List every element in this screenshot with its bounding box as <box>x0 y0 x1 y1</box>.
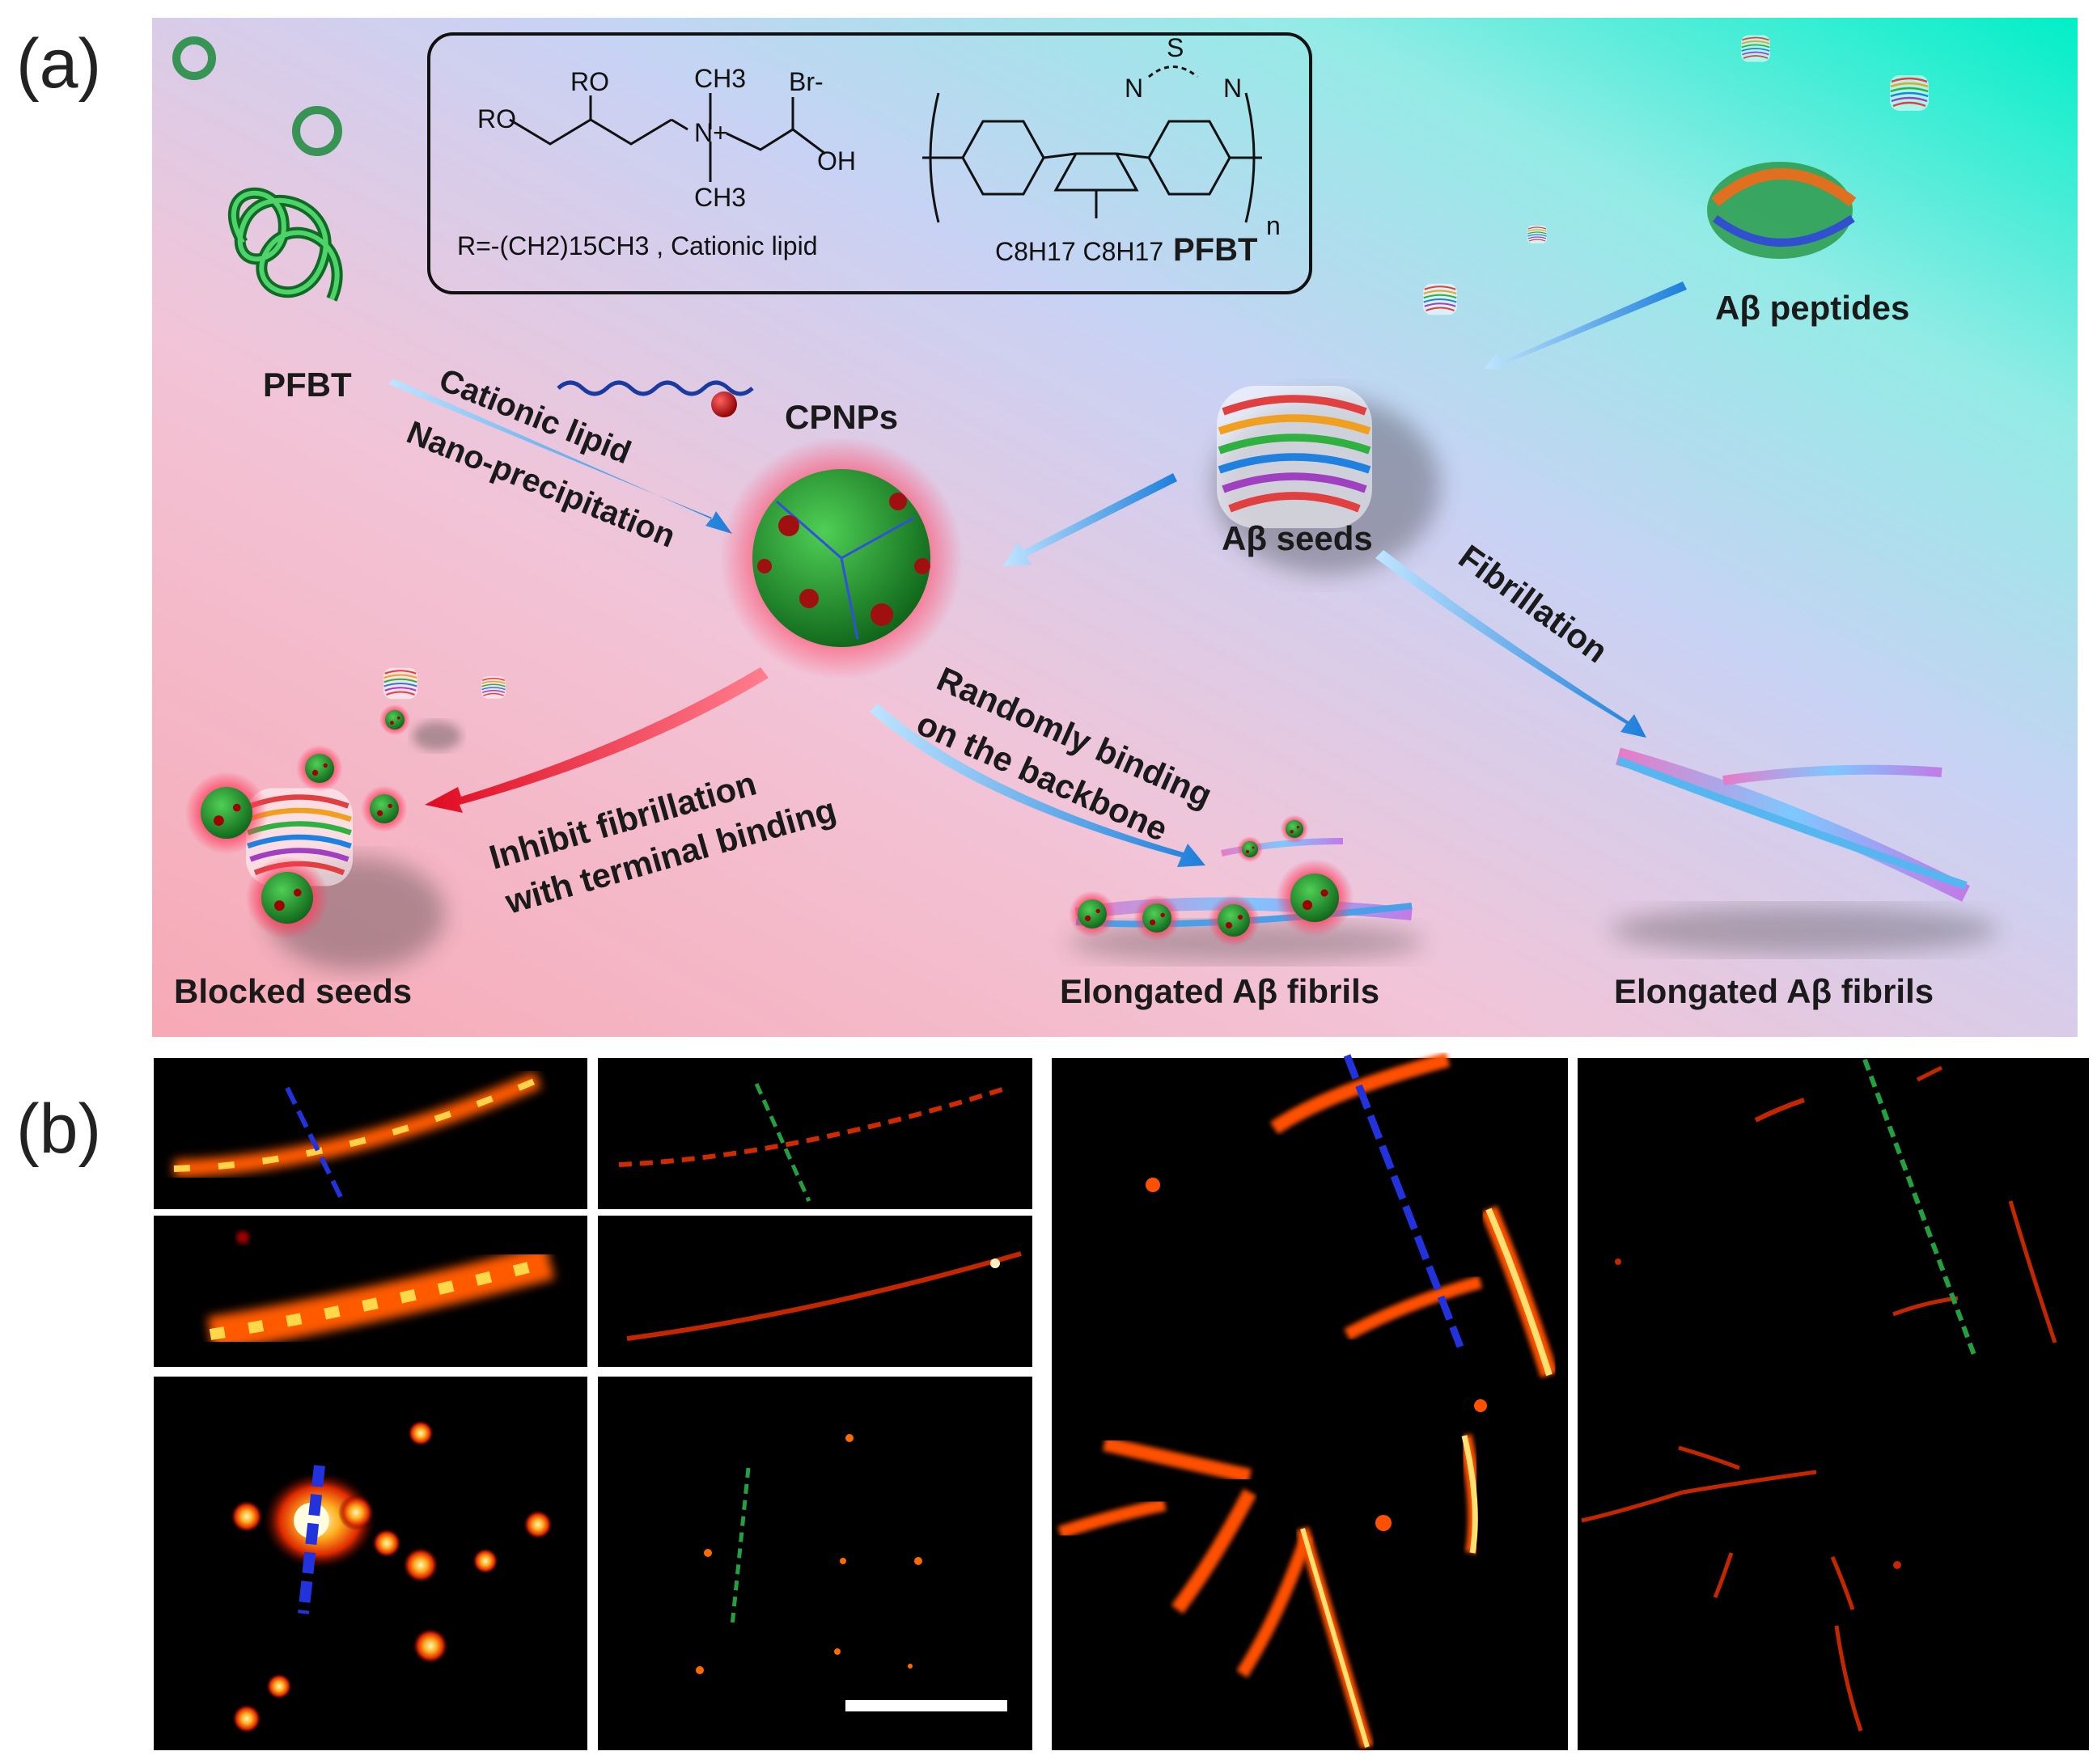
micrograph-8 <box>1578 1058 2089 1750</box>
scale-bar <box>845 1700 1007 1711</box>
lipid-group-br: Br- <box>789 67 824 96</box>
pfbt-group-n-index: n <box>1266 211 1281 240</box>
blocked-seeds-icon: Blocked seeds <box>174 666 506 1010</box>
pfbt-name: PFBT <box>1173 232 1257 268</box>
pfbt-group-n-left: N <box>1125 74 1143 103</box>
arrow-random-binding <box>870 704 1205 867</box>
arrow-seeds-to-cpnps <box>1003 473 1177 566</box>
abeta-seeds-icon: Aβ seeds <box>1214 386 1440 574</box>
cpnps-label: CPNPs <box>785 398 898 436</box>
abeta-seeds-label: Aβ seeds <box>1222 519 1373 557</box>
elongated-fibrils-right-label: Elongated Aβ fibrils <box>1614 972 1934 1010</box>
panel-a-letter: (a) <box>16 25 101 103</box>
micrograph-5 <box>154 1377 587 1750</box>
arrow-inhibit <box>425 667 769 813</box>
arrow-pfbt-to-cpnps <box>388 379 732 534</box>
arrow-peptides-to-seeds <box>1485 281 1687 370</box>
pfbt-caption: C8H17 C8H17 <box>995 237 1163 266</box>
fibril-signal-2 <box>618 1082 1008 1203</box>
elongated-fibrils-right-icon: Elongated Aβ fibrils <box>1610 747 1998 1010</box>
blocked-seeds-label: Blocked seeds <box>174 972 412 1010</box>
structure-box: RO RO CH3 CH3 N+ Br- OH R=-(CH2)15CH3 , … <box>427 32 1312 294</box>
arrow-fibrillation <box>1375 550 1646 738</box>
abeta-peptides-label: Aβ peptides <box>1715 289 1909 327</box>
fibril-signal-5 <box>231 1420 553 1733</box>
lipid-group-n: N+ <box>694 118 728 147</box>
micrograph-2 <box>598 1058 1032 1209</box>
micrograph-4 <box>598 1216 1032 1367</box>
fibril-signal-6 <box>696 1434 922 1674</box>
elongated-fibrils-mid-icon: Elongated Aβ fibrils <box>1060 814 1424 1010</box>
pfbt-coil-icon: PFBT <box>172 36 352 404</box>
cationic-lipid-icon <box>557 380 754 417</box>
lipid-group-ro2: RO <box>570 67 609 96</box>
lipid-group-ro1: RO <box>477 104 516 133</box>
lipid-group-ch3-top: CH3 <box>694 64 746 93</box>
fibril-signal-3 <box>207 1231 555 1352</box>
fibril-signal-4 <box>626 1251 1022 1341</box>
panel-b-letter: (b) <box>16 1090 101 1168</box>
fibril-signal-1 <box>173 1071 542 1205</box>
fibril-signal-8 <box>1581 1058 2057 1732</box>
cpnp-icon: CPNPs <box>720 398 963 679</box>
elongated-fibrils-mid-label: Elongated Aβ fibrils <box>1060 972 1379 1010</box>
abeta-peptides-icon: Aβ peptides <box>1421 34 1930 327</box>
micrograph-7 <box>1052 1058 1568 1750</box>
lipid-group-ch3-bottom: CH3 <box>694 183 746 212</box>
lipid-group-oh: OH <box>817 146 856 176</box>
lipid-caption: R=-(CH2)15CH3 , Cationic lipid <box>457 231 817 260</box>
micrograph-6 <box>598 1377 1032 1750</box>
pfbt-group-n-right: N <box>1223 74 1242 103</box>
pfbt-label: PFBT <box>263 366 352 404</box>
fibril-signal-7 <box>1057 1052 1558 1749</box>
pfbt-group-s: S <box>1167 33 1184 62</box>
